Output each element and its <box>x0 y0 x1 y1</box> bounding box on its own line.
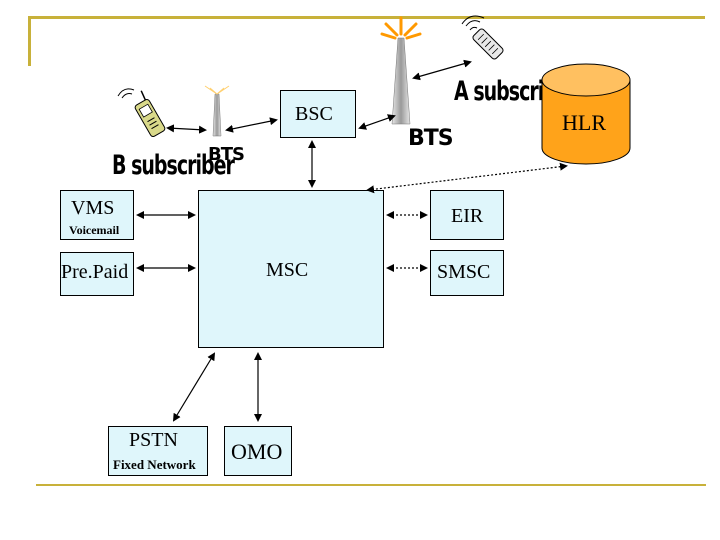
msc-label: MSC <box>266 259 309 281</box>
pstn-label: PSTN <box>129 429 178 451</box>
bts-right-tower-icon <box>380 16 422 125</box>
smsc-box: SMSC <box>430 250 504 296</box>
b-subscriber-phone-icon <box>134 90 166 137</box>
frame-bottom-line <box>36 484 706 486</box>
b-subscriber-signal-icon <box>117 88 135 99</box>
bsc-box: BSC <box>280 90 356 138</box>
vms-label: VMS <box>71 197 115 219</box>
voicemail-label: Voicemail <box>69 223 120 237</box>
bts-right-label: BTS <box>408 126 454 151</box>
link-bphone-bts <box>166 124 207 134</box>
link-bts-bsc <box>225 117 278 133</box>
omo-box: OMO <box>224 426 292 476</box>
msc-box: MSC <box>198 190 384 348</box>
link-msc-hlr <box>366 162 568 194</box>
hlr-label: HLR <box>562 110 606 135</box>
bts-left-tower-icon <box>204 85 230 137</box>
prepaid-box: Pre.Paid <box>60 252 134 296</box>
fixed-network-label: Fixed Network <box>113 457 196 472</box>
pstn-box: PSTN Fixed Network <box>108 426 208 476</box>
hlr-cylinder <box>541 63 631 165</box>
frame-top-line <box>28 16 705 19</box>
eir-label: EIR <box>451 205 484 227</box>
bts-left-label: BTS <box>208 144 245 165</box>
link-bts-aphone <box>412 59 472 81</box>
a-subscriber-phone-icon <box>472 28 504 60</box>
frame-left-line <box>28 16 31 66</box>
link-bsc-bts <box>358 114 396 130</box>
omo-label: OMO <box>231 439 283 464</box>
eir-box: EIR <box>430 190 504 240</box>
prepaid-label: Pre.Paid <box>61 261 129 283</box>
link-msc-pstn <box>172 352 216 422</box>
vms-box: VMS Voicemail <box>60 190 134 240</box>
b-subscriber-label: B subscriber <box>112 150 235 181</box>
smsc-label: SMSC <box>437 261 491 283</box>
a-subscriber-signal-icon <box>461 15 485 31</box>
bsc-label: BSC <box>295 103 333 125</box>
